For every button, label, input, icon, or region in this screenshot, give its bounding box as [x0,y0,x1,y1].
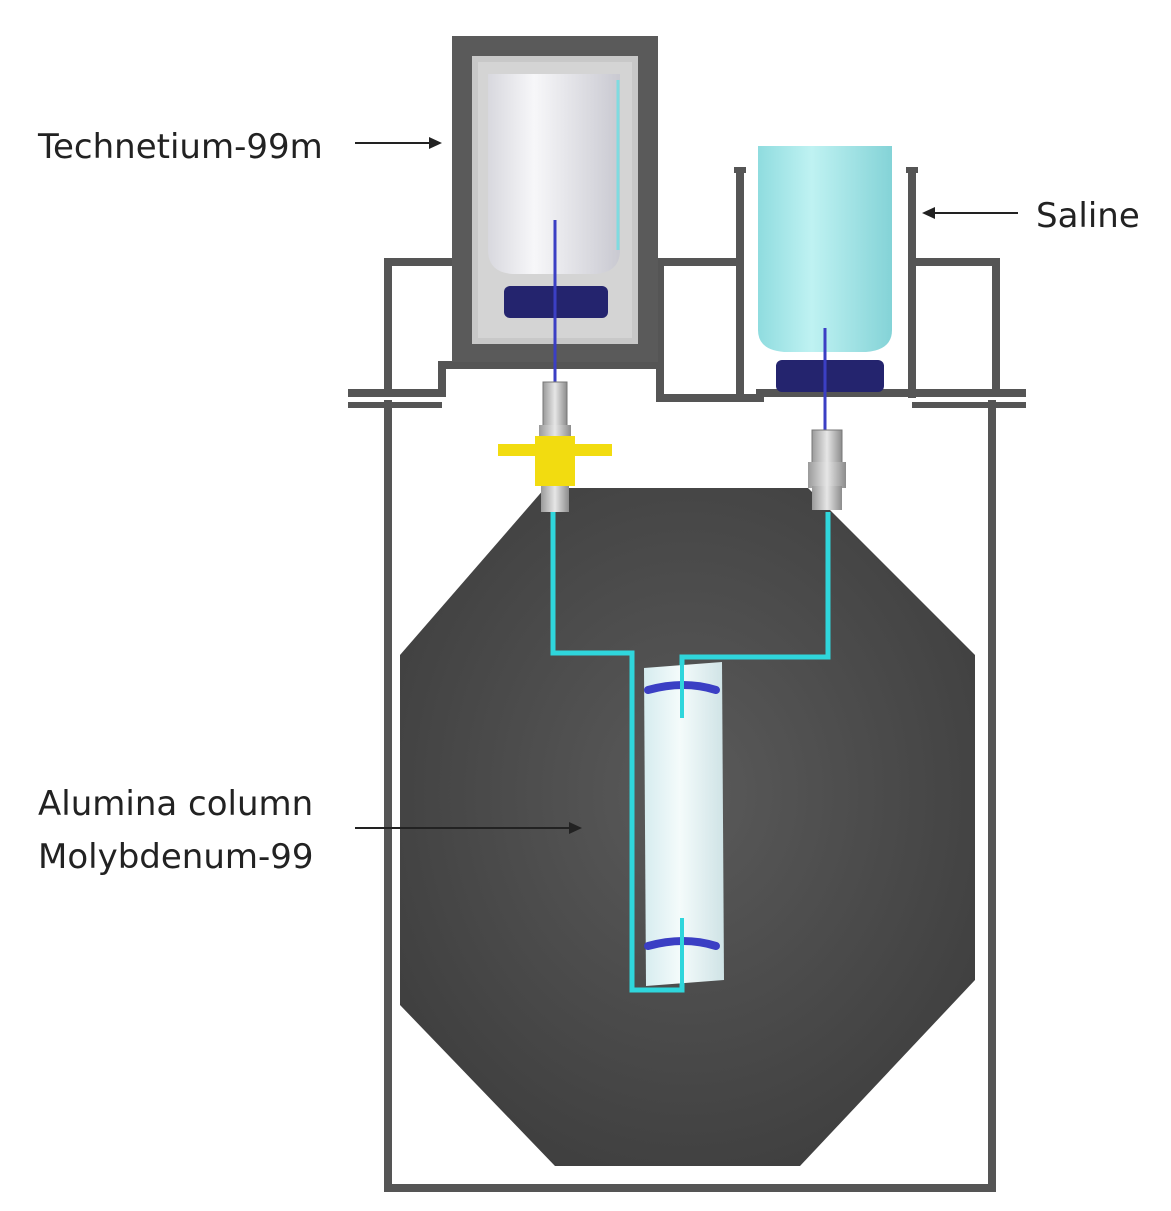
saline-vial [758,146,892,392]
label-technetium: Technetium-99m [37,127,323,167]
generator-housing [348,258,1026,1192]
arrow-technetium [355,137,442,149]
saline-vial-holder [734,167,918,398]
elution-connector-lower [541,486,569,512]
elution-connector [539,381,571,443]
saline-connector [808,429,846,510]
sterile-filter [498,436,612,486]
label-saline: Saline [1036,196,1140,236]
label-column-line1: Alumina column [38,784,313,824]
arrow-column [355,822,582,834]
arrow-saline [922,207,1018,219]
label-column-line2: Molybdenum-99 [38,837,314,877]
